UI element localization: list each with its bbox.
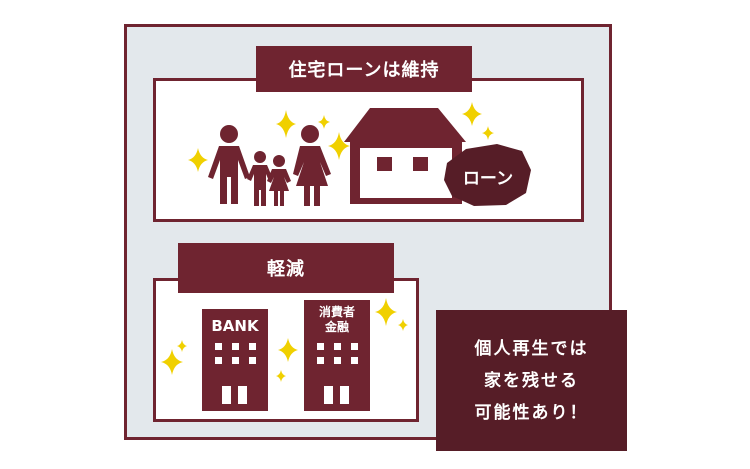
- sparkle-icons: [161, 102, 494, 382]
- lender-label-line2: 金融: [324, 319, 349, 334]
- consumer-finance-building-icon: 消費者 金融: [304, 300, 370, 411]
- sparkle-icon: [161, 349, 183, 375]
- bank-label: BANK: [211, 317, 260, 335]
- bottom-section-title: 軽減: [178, 243, 394, 293]
- sparkle-icon: [328, 132, 350, 160]
- sparkle-icon: [177, 340, 187, 352]
- sparkle-icon: [278, 338, 298, 362]
- house-icon: [344, 108, 466, 204]
- loan-label: ローン: [463, 169, 513, 189]
- sparkle-icon: [276, 110, 296, 138]
- sparkle-icon: [375, 298, 397, 326]
- family-icon: [208, 125, 331, 206]
- result-line-2: 家を残せる: [484, 370, 579, 391]
- sparkle-icon: [462, 102, 482, 126]
- result-box: 個人再生では 家を残せる 可能性あり！: [436, 310, 627, 451]
- sparkle-icon: [188, 148, 208, 172]
- bank-building-icon: BANK: [202, 309, 268, 411]
- lender-label-line1: 消費者: [319, 304, 355, 319]
- sparkle-icon: [318, 115, 330, 129]
- result-line-3: 可能性あり！: [474, 402, 589, 423]
- sparkle-icon: [482, 126, 494, 140]
- result-line-1: 個人再生では: [474, 338, 589, 359]
- top-section-title: 住宅ローンは維持: [256, 46, 472, 92]
- sparkle-icon: [276, 370, 286, 382]
- sparkle-icon: [398, 319, 408, 331]
- loan-stone-icon: ローン: [444, 144, 531, 206]
